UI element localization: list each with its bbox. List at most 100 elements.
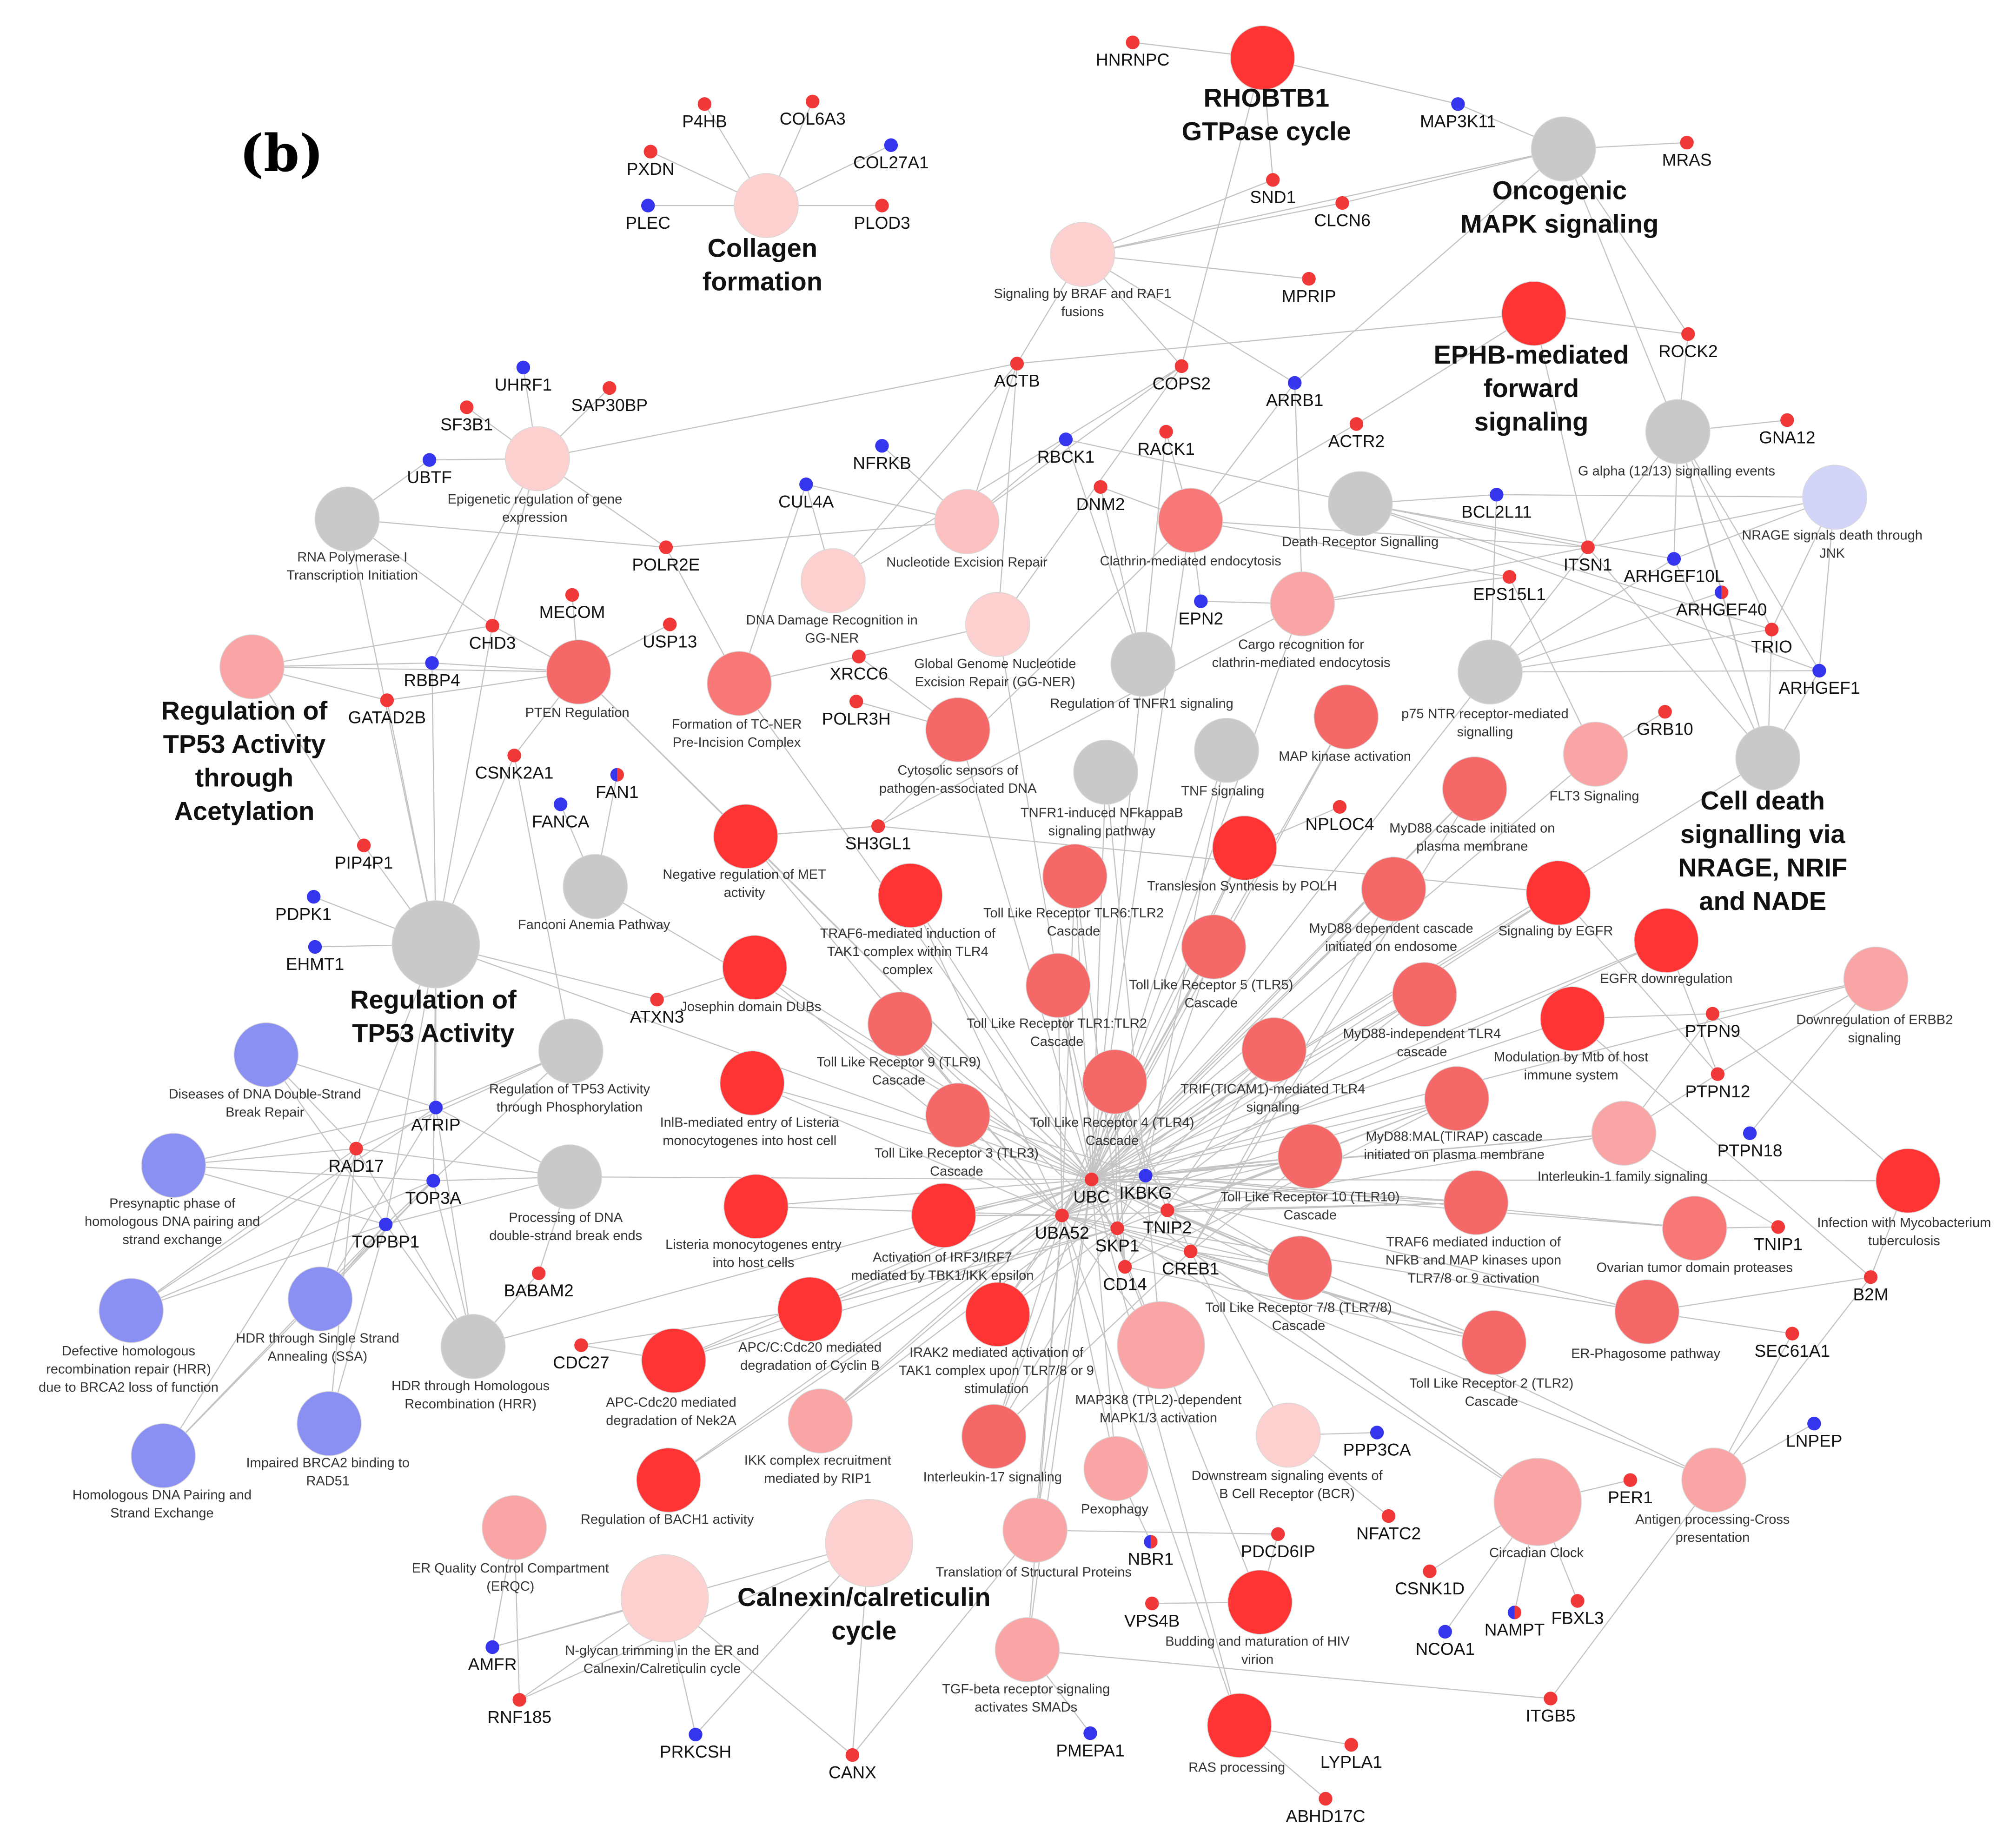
- pathway-node-mtb[interactable]: [1540, 986, 1605, 1052]
- pathway-node-tlr3[interactable]: [925, 1082, 991, 1148]
- pathway-node-tlr78[interactable]: [1267, 1235, 1333, 1301]
- pathway-node-myd88_mal[interactable]: [1424, 1066, 1489, 1131]
- gene-node-FBXL3[interactable]: [1571, 1594, 1585, 1608]
- gene-node-PTPN18[interactable]: [1743, 1126, 1757, 1140]
- pathway-node-er_phago[interactable]: [1614, 1279, 1680, 1345]
- gene-node-TOPBP1[interactable]: [378, 1217, 393, 1232]
- gene-node-MPRIP[interactable]: [1302, 272, 1316, 286]
- pathway-node-rnapol[interactable]: [314, 486, 380, 552]
- gene-node-CSNK2A1[interactable]: [507, 749, 521, 763]
- gene-node-HNRNPC[interactable]: [1126, 35, 1140, 49]
- pathway-node-death_receptor[interactable]: [1327, 471, 1393, 537]
- gene-node-ROCK2[interactable]: [1681, 327, 1695, 341]
- gene-node-RACK1[interactable]: [1159, 425, 1173, 439]
- gene-node-SKP1[interactable]: [1110, 1221, 1124, 1235]
- pathway-node-myd88_ind[interactable]: [1392, 962, 1457, 1027]
- gene-node-ABHD17C[interactable]: [1319, 1792, 1333, 1806]
- gene-node-TOP3A[interactable]: [426, 1174, 440, 1188]
- pathway-node-cytosolic[interactable]: [925, 697, 991, 763]
- pathway-node-tlr5[interactable]: [1181, 914, 1247, 980]
- pathway-node-epigenetic[interactable]: [505, 426, 570, 491]
- gene-node-CDC27[interactable]: [574, 1338, 588, 1352]
- gene-node-CUL4A[interactable]: [799, 478, 813, 491]
- gene-node-PRKCSH[interactable]: [689, 1727, 703, 1742]
- pathway-node-dsb_ends[interactable]: [537, 1144, 602, 1209]
- pathway-node-ras[interactable]: [1207, 1693, 1272, 1758]
- pathway-node-translation[interactable]: [1002, 1498, 1068, 1563]
- pathway-node-tcner[interactable]: [707, 651, 772, 716]
- pathway-node-calnexin[interactable]: [825, 1499, 914, 1587]
- pathway-node-brca2_rad51[interactable]: [297, 1391, 362, 1456]
- pathway-node-irf3[interactable]: [911, 1183, 976, 1248]
- gene-node-PPP3CA[interactable]: [1370, 1426, 1384, 1440]
- pathway-node-mycobacterium[interactable]: [1875, 1148, 1941, 1214]
- pathway-node-circadian[interactable]: [1493, 1458, 1582, 1546]
- gene-node-RBCK1[interactable]: [1059, 432, 1073, 446]
- pathway-node-traf6_tlr4[interactable]: [877, 863, 943, 928]
- pathway-node-antigen[interactable]: [1681, 1447, 1747, 1513]
- pathway-node-tlr2[interactable]: [1461, 1310, 1527, 1375]
- gene-node-POLR3H[interactable]: [849, 695, 863, 709]
- pathway-node-homologous_pairing[interactable]: [131, 1423, 196, 1488]
- gene-node-FAN1[interactable]: [610, 768, 624, 782]
- gene-node-EPN2[interactable]: [1194, 594, 1208, 608]
- gene-node-ATRIP[interactable]: [429, 1101, 443, 1115]
- gene-node-B2M[interactable]: [1863, 1270, 1878, 1284]
- pathway-node-met[interactable]: [713, 804, 778, 869]
- gene-node-BCL2L11[interactable]: [1490, 488, 1504, 502]
- pathway-node-map3k8[interactable]: [1117, 1301, 1205, 1389]
- gene-node-AMFR[interactable]: [485, 1640, 499, 1654]
- pathway-node-hrr_brca2[interactable]: [99, 1278, 164, 1343]
- pathway-node-otu[interactable]: [1662, 1195, 1727, 1261]
- pathway-node-cyclinb[interactable]: [777, 1276, 842, 1342]
- gene-node-EPS15L1[interactable]: [1502, 570, 1517, 584]
- gene-node-BABAM2[interactable]: [532, 1266, 546, 1281]
- gene-node-SH3GL1[interactable]: [871, 819, 885, 833]
- pathway-node-braf[interactable]: [1050, 222, 1115, 287]
- pathway-node-tlr6[interactable]: [1042, 843, 1107, 909]
- pathway-node-tnf[interactable]: [1194, 717, 1259, 783]
- pathway-node-listeria[interactable]: [723, 1174, 789, 1239]
- pathway-node-mapk_act[interactable]: [1313, 684, 1379, 750]
- pathway-node-bach1[interactable]: [636, 1447, 701, 1513]
- gene-node-TRIO[interactable]: [1764, 623, 1779, 637]
- gene-node-PLOD3[interactable]: [875, 199, 889, 212]
- gene-node-ATXN3[interactable]: [650, 993, 664, 1007]
- gene-node-NBR1[interactable]: [1144, 1535, 1158, 1549]
- pathway-node-rhobtb1[interactable]: [1230, 25, 1295, 91]
- pathway-node-erqc[interactable]: [482, 1495, 547, 1560]
- gene-node-TNIP2[interactable]: [1161, 1203, 1174, 1217]
- gene-node-PLEC[interactable]: [641, 199, 655, 212]
- pathway-node-tlr1[interactable]: [1025, 953, 1091, 1018]
- pathway-node-il17[interactable]: [961, 1404, 1027, 1469]
- gene-node-PTPN12[interactable]: [1711, 1067, 1725, 1081]
- gene-node-FANCA[interactable]: [554, 797, 568, 811]
- pathway-node-tp53[interactable]: [391, 900, 480, 989]
- gene-node-RNF185[interactable]: [512, 1693, 526, 1707]
- pathway-node-dna_damage[interactable]: [801, 548, 866, 613]
- pathway-node-cargo[interactable]: [1270, 571, 1335, 637]
- pathway-node-listeria_inlb[interactable]: [719, 1050, 785, 1116]
- gene-node-PIP4P1[interactable]: [357, 838, 371, 852]
- pathway-node-bcr[interactable]: [1255, 1402, 1321, 1468]
- gene-node-UHRF1[interactable]: [516, 360, 531, 374]
- pathway-node-nek2a[interactable]: [641, 1328, 706, 1394]
- gene-node-RBBP4[interactable]: [425, 656, 439, 670]
- gene-node-COL6A3[interactable]: [806, 94, 820, 108]
- pathway-node-mapk[interactable]: [1531, 116, 1596, 182]
- pathway-node-pten[interactable]: [546, 639, 611, 705]
- gene-node-COL27A1[interactable]: [884, 138, 898, 152]
- gene-node-USP13[interactable]: [663, 617, 677, 631]
- gene-node-ARHGEF10L[interactable]: [1667, 552, 1681, 566]
- gene-node-TNIP1[interactable]: [1771, 1220, 1785, 1234]
- gene-node-P4HB[interactable]: [697, 97, 712, 111]
- pathway-node-josephin[interactable]: [722, 935, 788, 1000]
- gene-node-PDCD6IP[interactable]: [1271, 1527, 1285, 1541]
- pathway-node-tnfr1_nfkb[interactable]: [1073, 739, 1139, 805]
- pathway-node-dsb_disease[interactable]: [233, 1022, 299, 1088]
- gene-node-NFRKB[interactable]: [875, 439, 889, 453]
- pathway-node-tp53_acet[interactable]: [219, 634, 285, 699]
- gene-node-MRAS[interactable]: [1680, 136, 1694, 150]
- gene-node-NCOA1[interactable]: [1438, 1625, 1452, 1639]
- pathway-node-il1[interactable]: [1591, 1101, 1657, 1166]
